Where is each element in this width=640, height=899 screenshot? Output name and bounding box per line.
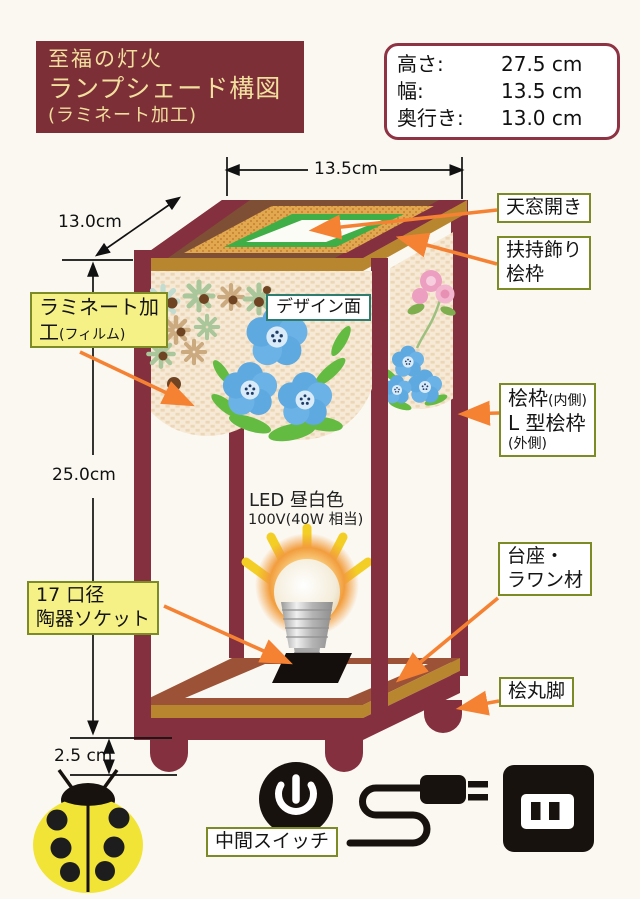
title-line-1: 至福の灯火 — [48, 47, 163, 71]
page-title-box: 至福の灯火 ランプシェード構図 (ラミネート加工) — [36, 41, 304, 133]
outlet-icon — [503, 765, 594, 852]
dim-top-width-label: 13.5cm — [314, 159, 378, 179]
label-laminate: ラミネート加 工(フィルム) — [30, 292, 168, 348]
label-leg-text: 桧丸脚 — [508, 680, 566, 702]
ladybug-icon — [33, 768, 143, 893]
label-switch: 中間スイッチ — [206, 827, 339, 857]
front-shade-flower-art — [148, 282, 351, 442]
label-laminate-line1: ラミネート加 — [39, 295, 159, 319]
label-design-face-text: デザイン面 — [276, 297, 361, 317]
label-base-line1: 台座・ — [507, 545, 565, 567]
label-socket-line2: 陶器ソケット — [36, 607, 151, 630]
spec-label: 奥行き: — [397, 106, 464, 130]
label-skylight: 天窓開き — [497, 193, 592, 223]
spec-row-depth: 奥行き: 13.0 cm — [397, 105, 607, 132]
led-bulb-illustration — [241, 523, 373, 683]
label-socket: 17 口径 陶器ソケット — [27, 581, 160, 635]
label-top-frame-line2: 桧枠 — [506, 262, 545, 285]
led-caption-line1: LED 昼白色 — [249, 490, 344, 511]
label-skylight-text: 天窓開き — [506, 196, 583, 218]
cable-plug-icon — [346, 775, 488, 847]
label-frame-type: 桧枠(内側) L 型桧枠 (外側) — [499, 383, 596, 457]
label-laminate-line2: 工 — [39, 320, 59, 344]
label-laminate-line2-small: (フィルム) — [59, 327, 126, 343]
label-frame-line1-small: (内側) — [548, 393, 587, 409]
spec-label: 幅: — [397, 79, 424, 103]
title-line-2: ランプシェード構図 — [48, 74, 282, 103]
ceramic-socket — [272, 653, 352, 683]
spec-row-height: 高さ: 27.5 cm — [397, 51, 607, 78]
label-frame-line2: L 型桧枠 — [508, 411, 586, 435]
leaf-fronds — [211, 326, 351, 442]
spec-value: 27.5 cm — [501, 52, 583, 76]
label-top-frame-line1: 扶持飾り — [506, 239, 583, 261]
spec-row-width: 幅: 13.5 cm — [397, 78, 607, 105]
title-line-3: (ラミネート加工) — [48, 105, 198, 126]
spec-box: 高さ: 27.5 cm 幅: 13.5 cm 奥行き: 13.0 cm — [384, 43, 620, 140]
label-leg: 桧丸脚 — [499, 677, 575, 707]
dim-leg-height-label: 2.5 cm — [54, 746, 113, 766]
round-legs — [150, 700, 462, 772]
rear-frame-posts — [229, 200, 468, 676]
label-frame-line1: 桧枠 — [508, 386, 548, 410]
label-switch-text: 中間スイッチ — [215, 830, 330, 852]
spec-value: 13.5 cm — [501, 79, 583, 103]
label-design-face: デザイン面 — [266, 294, 371, 322]
spec-value: 13.0 cm — [501, 106, 583, 130]
label-frame-line3-small: (外側) — [508, 436, 547, 452]
annotation-arrows — [79, 208, 500, 716]
label-socket-line1: 17 口径 — [36, 584, 105, 606]
power-icon — [259, 762, 333, 836]
dim-depth-label: 13.0cm — [58, 212, 122, 232]
label-base-line2: ラワン材 — [507, 568, 584, 591]
label-base: 台座・ ラワン材 — [498, 542, 593, 596]
label-top-frame: 扶持飾り 桧枠 — [497, 236, 592, 290]
dim-height-label: 25.0cm — [52, 465, 116, 485]
led-caption-line2: 100V(40W 相当) — [248, 512, 364, 528]
spec-label: 高さ: — [397, 52, 444, 76]
